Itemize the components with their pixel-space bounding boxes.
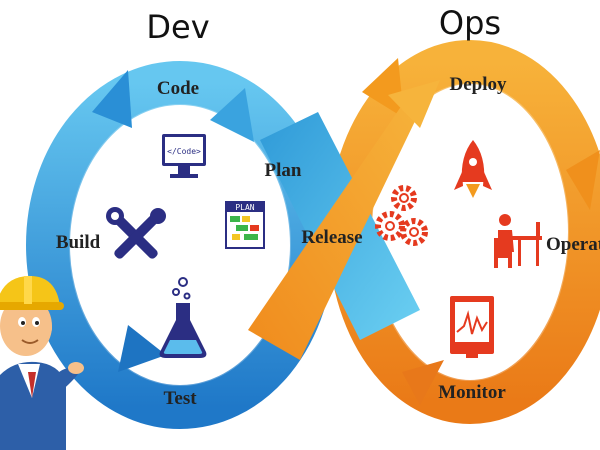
- ops-heading: Ops: [439, 4, 501, 42]
- test-flask-icon: [159, 277, 207, 358]
- stage-label-test: Test: [163, 388, 197, 409]
- gears-icon: [375, 185, 428, 246]
- release-arrow-head-icon: [388, 80, 440, 128]
- stage-label-release: Release: [301, 227, 362, 248]
- crossing-bands: [248, 80, 440, 360]
- stage-label-build: Build: [56, 232, 101, 253]
- code-monitor-icon: </Code>: [162, 134, 206, 178]
- build-tools-icon: [106, 207, 166, 259]
- rocket-icon: [454, 140, 492, 198]
- ops-arrow-right-icon: [566, 150, 600, 210]
- operator-desk-icon: [494, 214, 542, 268]
- ops-arrow-top-icon: [362, 58, 404, 118]
- stage-label-code: Code: [157, 78, 199, 99]
- orange-cross-band: [248, 90, 430, 360]
- code-screen-text: </Code>: [167, 147, 201, 156]
- stage-label-plan: Plan: [265, 160, 302, 181]
- stage-label-deploy: Deploy: [450, 74, 508, 95]
- dev-heading: Dev: [146, 8, 209, 46]
- dev-arrow-right-icon: [210, 88, 254, 142]
- dev-arrow-top-icon: [92, 70, 132, 128]
- plan-board-icon: PLAN: [225, 201, 265, 249]
- monitor-chart-icon: [450, 296, 494, 358]
- dev-arrow-bottom-icon: [118, 325, 166, 372]
- stage-label-monitor: Monitor: [438, 382, 506, 403]
- engineer-mascot-icon: [0, 276, 84, 450]
- ops-arrow-bottom-icon: [402, 360, 444, 405]
- stage-label-operate: Operate: [546, 234, 600, 255]
- plan-board-text: PLAN: [235, 203, 254, 212]
